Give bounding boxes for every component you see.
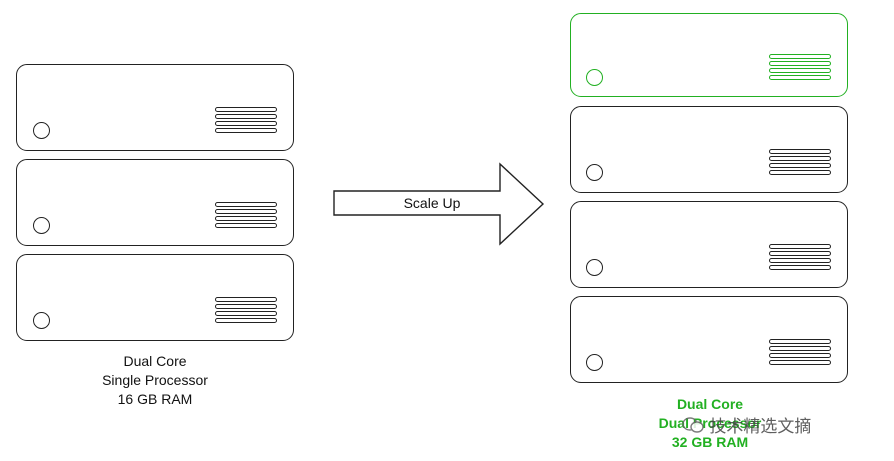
vent-icon — [215, 297, 277, 325]
server-unit — [570, 106, 848, 193]
vent-icon — [769, 244, 831, 272]
power-led-icon — [33, 312, 50, 329]
caption-line: Dual Core — [676, 396, 744, 412]
vent-icon — [215, 202, 277, 230]
caption-line: Dual Core — [123, 353, 187, 369]
power-led-icon — [586, 354, 603, 371]
arrow-label: Scale Up — [403, 195, 461, 211]
server-unit — [570, 296, 848, 383]
watermark: 技术精选文摘 — [682, 412, 811, 437]
caption-line: 32 GB RAM — [671, 434, 749, 450]
vent-icon — [769, 149, 831, 177]
caption-line: 16 GB RAM — [117, 391, 193, 407]
server-unit — [16, 254, 294, 341]
power-led-icon — [33, 122, 50, 139]
vent-icon — [769, 339, 831, 367]
power-led-icon — [586, 259, 603, 276]
scale-up-arrow: Scale Up — [332, 162, 546, 246]
wechat-logo-icon — [682, 417, 704, 433]
new-server-unit — [570, 13, 848, 97]
right-arrow-icon — [333, 162, 545, 246]
server-unit — [16, 159, 294, 246]
caption-line: Single Processor — [102, 372, 208, 388]
power-led-icon — [33, 217, 50, 234]
server-unit — [16, 64, 294, 151]
vent-icon — [215, 107, 277, 135]
power-led-icon — [586, 164, 603, 181]
watermark-text: 技术精选文摘 — [709, 417, 812, 437]
server-unit — [570, 201, 848, 288]
power-led-icon — [586, 69, 603, 86]
vent-icon — [769, 54, 831, 82]
left-stack-caption: Dual Core Single Processor 16 GB RAM — [70, 352, 240, 409]
